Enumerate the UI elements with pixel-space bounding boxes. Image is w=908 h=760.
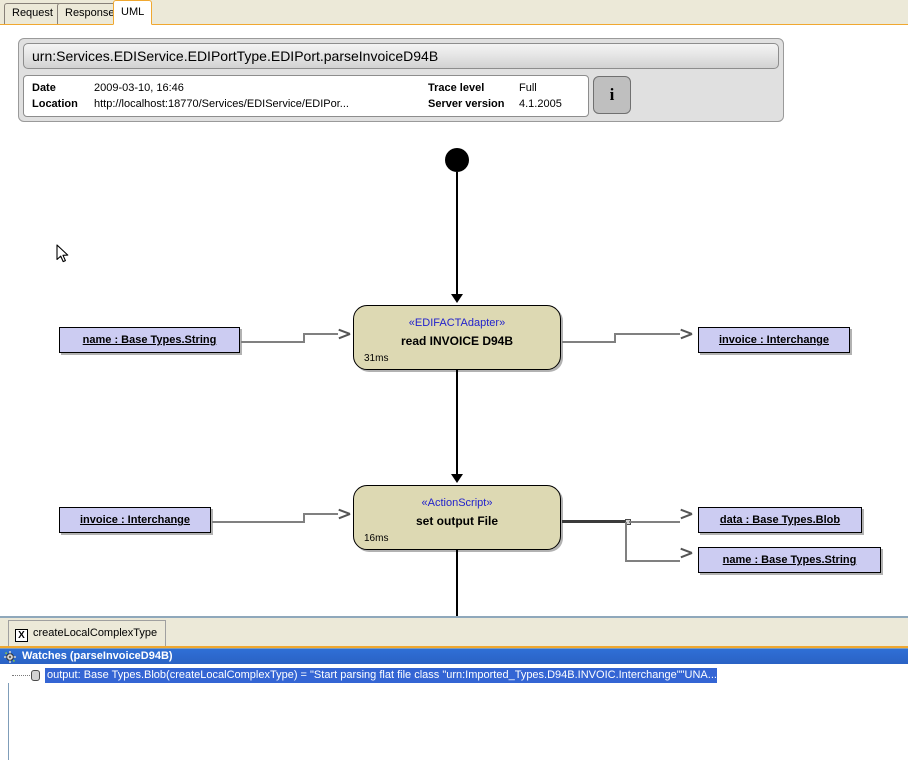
arrowhead-into-action1 <box>451 294 463 303</box>
flow-start-to-action1 <box>456 172 458 297</box>
value-server-version: 4.1.2005 <box>519 98 562 110</box>
arrowhead-into-action2 <box>451 474 463 483</box>
action1-duration: 31ms <box>364 353 389 364</box>
trace-details: Date 2009-03-10, 16:46 Location http://l… <box>23 75 781 117</box>
edge-out1-v <box>614 333 616 343</box>
arrowhead-pin1-to-action1 <box>338 328 349 340</box>
uml-canvas[interactable]: urn:Services.EDIService.EDIPortType.EDIP… <box>0 25 908 618</box>
edge-out2-branch-bottom <box>625 560 680 562</box>
output-pin-name-string[interactable]: name : Base Types.String <box>698 547 881 573</box>
value-trace-level: Full <box>519 82 537 94</box>
watches-title-bar: Watches (parseInvoiceD94B) <box>0 649 908 664</box>
input-pin-invoice-interchange[interactable]: invoice : Interchange <box>59 507 211 533</box>
value-location: http://localhost:18770/Services/EDIServi… <box>94 98 349 110</box>
label-server-version: Server version <box>428 98 505 110</box>
output-pin-data-blob[interactable]: data : Base Types.Blob <box>698 507 862 533</box>
input-pin-2-label: invoice : Interchange <box>79 514 191 526</box>
input-pin-name-string[interactable]: name : Base Types.String <box>59 327 240 353</box>
action2-duration: 16ms <box>364 533 389 544</box>
edge-pin2-h2 <box>303 513 338 515</box>
label-trace-level: Trace level <box>428 82 485 94</box>
tab-uml[interactable]: UML <box>113 0 153 25</box>
arrowhead-pin2-to-action2 <box>338 508 349 520</box>
edge-out2-branch-top <box>629 521 680 523</box>
watch-value-text[interactable]: output: Base Types.Blob(createLocalCompl… <box>45 668 717 683</box>
action1-stereotype: «EDIFACTAdapter» <box>408 317 506 329</box>
action2-stereotype: «ActionScript» <box>421 497 493 509</box>
mouse-cursor <box>56 244 69 263</box>
edge-out1-h2 <box>614 333 680 335</box>
watches-tree-gutter <box>0 683 9 760</box>
close-icon[interactable]: X <box>15 629 28 642</box>
arrowhead-to-output-pin3 <box>680 547 691 559</box>
bottom-tab-label: createLocalComplexType <box>33 627 158 639</box>
top-tab-strip: Request Response UML <box>0 0 908 25</box>
gear-icon <box>4 651 16 663</box>
input-pin-1-label: name : Base Types.String <box>82 334 217 346</box>
trace-info-panel: urn:Services.EDIService.EDIPortType.EDIP… <box>18 38 784 122</box>
flow-action2-onward <box>456 550 458 616</box>
edge-out2-branch-vert <box>625 522 627 562</box>
edge-pin1-v <box>303 333 305 343</box>
trace-fields-box: Date 2009-03-10, 16:46 Location http://l… <box>23 75 589 117</box>
output-pin-invoice-interchange[interactable]: invoice : Interchange <box>698 327 850 353</box>
label-date: Date <box>32 82 56 94</box>
edge-pin2-v <box>303 513 305 523</box>
output-pin-2-label: data : Base Types.Blob <box>719 514 841 526</box>
edge-out2-trunk <box>562 520 628 523</box>
tree-connector-icon <box>12 675 30 677</box>
arrowhead-to-output-pin2 <box>680 508 691 520</box>
edge-out1-h1 <box>562 341 616 343</box>
edge-pin2-h1 <box>212 521 305 523</box>
watch-variable-icon <box>31 670 40 681</box>
start-node[interactable] <box>445 148 469 172</box>
arrowhead-to-output-pin1 <box>680 328 691 340</box>
output-pin-3-label: name : Base Types.String <box>722 554 857 566</box>
edge-pin1-h2 <box>303 333 338 335</box>
tab-response[interactable]: Response <box>57 3 123 24</box>
watches-title: Watches (parseInvoiceD94B) <box>22 650 173 662</box>
trace-title: urn:Services.EDIService.EDIPortType.EDIP… <box>23 43 779 69</box>
action-node-set-output-file[interactable]: «ActionScript» set output File 16ms <box>353 485 561 550</box>
flow-action1-to-action2 <box>456 370 458 477</box>
label-location: Location <box>32 98 78 110</box>
action-node-read-invoice[interactable]: «EDIFACTAdapter» read INVOICE D94B 31ms <box>353 305 561 370</box>
activity-diagram: «EDIFACTAdapter» read INVOICE D94B 31ms … <box>0 25 908 616</box>
watch-row[interactable]: output: Base Types.Blob(createLocalCompl… <box>0 668 908 683</box>
info-button[interactable]: i <box>593 76 631 114</box>
action2-name: set output File <box>416 514 498 528</box>
watches-panel: Watches (parseInvoiceD94B) output: Base … <box>0 648 908 760</box>
edge-pin1-h1 <box>241 341 305 343</box>
action1-name: read INVOICE D94B <box>400 334 514 348</box>
tab-request[interactable]: Request <box>4 3 61 24</box>
output-pin-1-label: invoice : Interchange <box>718 334 830 346</box>
value-date: 2009-03-10, 16:46 <box>94 82 184 94</box>
